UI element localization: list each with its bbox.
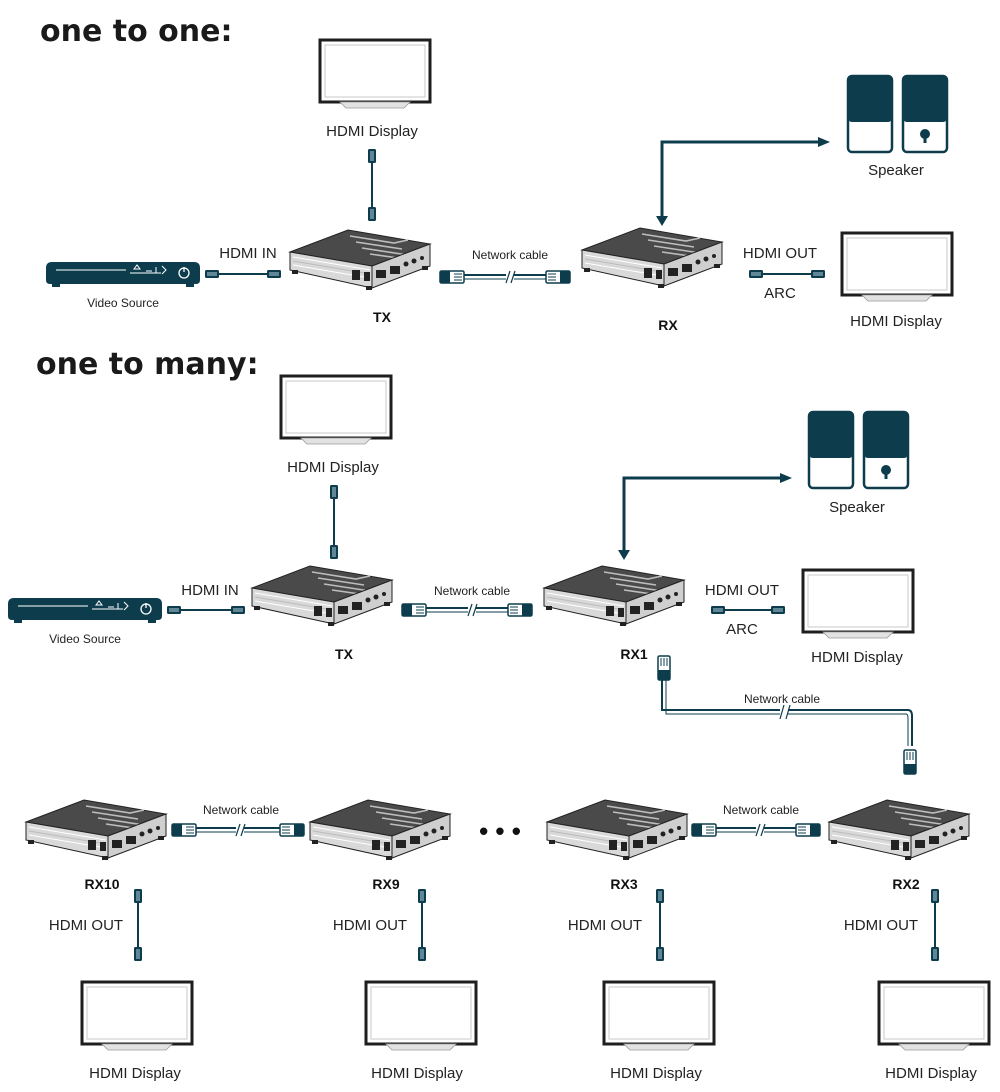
rx3-label: RX3 <box>610 876 637 892</box>
hdmi-in-label: HDMI IN <box>219 245 277 262</box>
hdmi-plug-icon <box>749 270 763 278</box>
rx2-box-icon <box>828 799 970 861</box>
rj45-plug-icon <box>439 270 465 284</box>
rx10-hdmi-out-label: HDMI OUT <box>49 917 123 934</box>
rx2-display-label: HDMI Display <box>885 1065 977 1082</box>
hdmi-out-label: HDMI OUT <box>743 245 817 262</box>
speaker-icon <box>807 410 910 490</box>
tx-display-label: HDMI Display <box>287 459 379 476</box>
section-one-to-one: one to one: HDMI Display Video Source HD… <box>40 14 954 333</box>
rx9-label: RX9 <box>372 876 399 892</box>
rj45-plug-icon <box>903 749 917 775</box>
rx-display-label: HDMI Display <box>850 313 942 330</box>
rx10-box-icon <box>25 799 167 861</box>
rx9-box-icon <box>309 799 451 861</box>
rx1-hdmi-display-icon <box>801 568 915 640</box>
rj45-plug-icon <box>401 603 427 617</box>
hdmi-plug-icon <box>267 270 281 278</box>
hdmi-plug-icon <box>368 149 376 163</box>
rx2-label: RX2 <box>892 876 919 892</box>
speaker-icon <box>846 74 949 154</box>
section-one-to-many: one to many: HDMI Display Video Source H… <box>7 347 991 1082</box>
network-cable-label: Network cable <box>472 248 548 262</box>
rx-label: RX <box>658 317 678 333</box>
rx1-display-label: HDMI Display <box>811 649 903 666</box>
hdmi-plug-icon <box>231 606 245 614</box>
rx9-hdmi-out-cable <box>418 889 426 961</box>
rx3-box-icon <box>546 799 688 861</box>
ellipsis-more-receivers: • • • <box>479 816 521 846</box>
rx9-hdmi-display-icon <box>364 980 478 1052</box>
rx1-box-icon <box>543 565 685 627</box>
hdmi-plug-icon <box>330 545 338 559</box>
rx2-hdmi-display-icon <box>877 980 991 1052</box>
tx-label: TX <box>373 309 392 325</box>
rx3-hdmi-out-label: HDMI OUT <box>568 917 642 934</box>
rx3-hdmi-out-cable <box>656 889 664 961</box>
tx-hdmi-display-icon <box>279 374 393 446</box>
rx9-display-label: HDMI Display <box>371 1065 463 1082</box>
hdmi-in-label: HDMI IN <box>181 582 239 599</box>
tx-box-icon <box>251 565 393 627</box>
rx10-hdmi-out-cable <box>134 889 142 961</box>
tx-display-label: HDMI Display <box>326 123 418 140</box>
right-chain-cable-label: Network cable <box>723 803 799 817</box>
rx2-hdmi-out-cable <box>931 889 939 961</box>
speaker-label: Speaker <box>829 499 885 516</box>
hdmi-plug-icon <box>368 207 376 221</box>
section-title-one-to-one: one to one: <box>40 14 232 49</box>
audio-line <box>660 140 820 218</box>
chain-cable-label: Network cable <box>744 692 820 706</box>
video-source-icon <box>7 597 163 624</box>
rj45-plug-icon <box>545 270 571 284</box>
rx10-label: RX10 <box>84 876 119 892</box>
hdmi-plug-icon <box>711 606 725 614</box>
rx10-display-label: HDMI Display <box>89 1065 181 1082</box>
tx-box-icon <box>289 229 431 291</box>
rj45-plug-icon <box>657 655 671 681</box>
rx-box-icon <box>581 227 723 289</box>
hdmi-plug-icon <box>205 270 219 278</box>
rx3-display-label: HDMI Display <box>610 1065 702 1082</box>
rj45-plug-icon <box>795 823 821 837</box>
rx1-label: RX1 <box>620 646 647 662</box>
left-chain-cable-label: Network cable <box>203 803 279 817</box>
rj45-plug-icon <box>171 823 197 837</box>
rj45-plug-icon <box>507 603 533 617</box>
speaker-label: Speaker <box>868 162 924 179</box>
video-source-label: Video Source <box>87 296 159 310</box>
hdmi-plug-icon <box>167 606 181 614</box>
rx9-hdmi-out-label: HDMI OUT <box>333 917 407 934</box>
hdmi-out-label: HDMI OUT <box>705 582 779 599</box>
rj45-plug-icon <box>691 823 717 837</box>
arc-label: ARC <box>764 285 796 302</box>
arc-label: ARC <box>726 621 758 638</box>
hdmi-plug-icon <box>811 270 825 278</box>
tx-label: TX <box>335 646 354 662</box>
hdmi-plug-icon <box>771 606 785 614</box>
hdmi-plug-icon <box>330 485 338 499</box>
network-cable-label: Network cable <box>434 584 510 598</box>
rj45-plug-icon <box>279 823 305 837</box>
rx3-hdmi-display-icon <box>602 980 716 1052</box>
video-source-label: Video Source <box>49 632 121 646</box>
tx-hdmi-display-icon <box>318 38 432 110</box>
rx2-hdmi-out-label: HDMI OUT <box>844 917 918 934</box>
rx10-hdmi-display-icon <box>80 980 194 1052</box>
video-source-icon <box>45 261 201 288</box>
section-title-one-to-many: one to many: <box>36 347 259 382</box>
rx-hdmi-display-icon <box>840 231 954 303</box>
